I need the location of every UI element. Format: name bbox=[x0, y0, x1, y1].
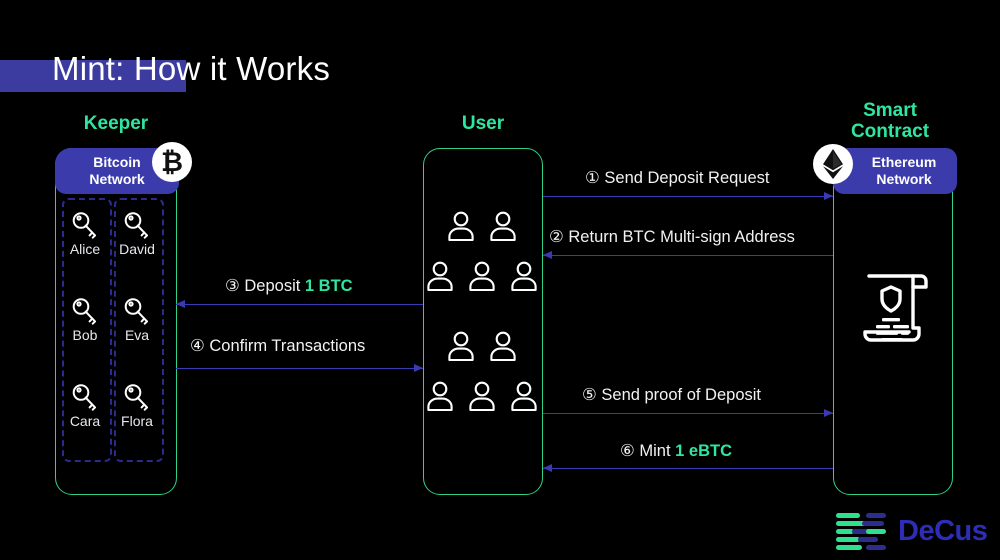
flow-number: ③ bbox=[225, 277, 245, 295]
user-avatar-row bbox=[423, 330, 541, 362]
flow-label-text: Send Deposit Request bbox=[604, 169, 770, 187]
heading-line-2: Contract bbox=[850, 121, 930, 143]
keeper-group-right bbox=[114, 198, 164, 462]
flow-label-text: Send proof of Deposit bbox=[601, 386, 761, 404]
flow-label-text: Deposit bbox=[244, 277, 305, 295]
keeper-name: Cara bbox=[69, 413, 101, 429]
flow-number: ⑥ bbox=[620, 442, 640, 460]
person-icon bbox=[425, 260, 455, 292]
keeper-item: Bob bbox=[59, 296, 111, 343]
flow-arrow-head bbox=[414, 364, 423, 372]
heading-line-1: Smart bbox=[863, 100, 917, 121]
flow-arrow-line bbox=[543, 196, 833, 197]
person-icon bbox=[467, 260, 497, 292]
column-heading-keeper: Keeper bbox=[83, 113, 149, 134]
key-icon bbox=[59, 210, 111, 240]
keeper-item: Eva bbox=[111, 296, 163, 343]
key-icon bbox=[59, 296, 111, 326]
person-icon bbox=[488, 210, 518, 242]
keeper-name: Eva bbox=[124, 327, 150, 343]
flow-label: ① Send Deposit Request bbox=[585, 168, 770, 188]
flow-label: ⑥ Mint 1 eBTC bbox=[620, 441, 732, 461]
badge-line-2: Network bbox=[876, 171, 932, 187]
person-icon bbox=[488, 330, 518, 362]
flow-arrow-head bbox=[543, 251, 552, 259]
flow-label: ⑤ Send proof of Deposit bbox=[582, 385, 761, 405]
flow-arrow-line bbox=[176, 304, 423, 305]
flow-label-text: Return BTC Multi-sign Address bbox=[568, 228, 795, 246]
flow-arrow-line bbox=[176, 368, 423, 369]
flow-arrow-line bbox=[543, 413, 833, 414]
badge-line-2: Network bbox=[89, 171, 145, 187]
flow-label: ③ Deposit 1 BTC bbox=[225, 276, 353, 296]
column-heading-smart-contract: Smart Contract bbox=[828, 100, 952, 143]
user-avatar-row bbox=[423, 260, 541, 292]
flow-value: 1 BTC bbox=[304, 277, 353, 295]
bitcoin-icon: ₿ bbox=[152, 142, 192, 182]
keeper-panel bbox=[55, 148, 177, 495]
person-icon bbox=[446, 210, 476, 242]
page-title: Mint: How it Works bbox=[52, 50, 331, 87]
keeper-name: Bob bbox=[72, 327, 98, 343]
person-icon bbox=[446, 330, 476, 362]
person-icon bbox=[509, 380, 539, 412]
user-avatar-row bbox=[423, 380, 541, 412]
person-icon bbox=[425, 380, 455, 412]
ethereum-icon bbox=[813, 144, 853, 184]
key-icon bbox=[111, 296, 163, 326]
flow-arrow-head bbox=[824, 192, 833, 200]
column-heading-user: User bbox=[461, 113, 505, 134]
flow-label: ④ Confirm Transactions bbox=[190, 336, 365, 356]
flow-arrow-head bbox=[543, 464, 552, 472]
flow-label-text: Confirm Transactions bbox=[209, 337, 366, 355]
bitcoin-glyph: ₿ bbox=[160, 146, 183, 178]
keeper-name: David bbox=[119, 241, 155, 257]
decus-logo: DeCus bbox=[836, 510, 988, 552]
badge-line-1: Bitcoin bbox=[93, 154, 141, 171]
flow-number: ② bbox=[549, 228, 569, 246]
flow-number: ① bbox=[585, 169, 605, 187]
keeper-item: Flora bbox=[111, 382, 163, 429]
flow-arrow-line bbox=[543, 468, 833, 469]
key-icon bbox=[111, 210, 163, 240]
title-highlight-bar bbox=[0, 60, 186, 92]
keeper-group-left bbox=[62, 198, 112, 462]
brand-name: DeCus bbox=[898, 515, 988, 547]
flow-arrow-line bbox=[543, 255, 833, 256]
ethereum-network-badge: Ethereum Network bbox=[833, 148, 957, 194]
user-avatar-row bbox=[423, 210, 541, 242]
ethereum-glyph bbox=[823, 149, 843, 179]
user-panel bbox=[423, 148, 543, 495]
person-icon bbox=[509, 260, 539, 292]
smart-contract-panel bbox=[833, 148, 953, 495]
keeper-item: David bbox=[111, 210, 163, 257]
key-icon bbox=[111, 382, 163, 412]
flow-number: ④ bbox=[190, 337, 210, 355]
keeper-item: Alice bbox=[59, 210, 111, 257]
flow-value: 1 eBTC bbox=[675, 442, 733, 460]
flow-arrow-head bbox=[824, 409, 833, 417]
key-icon bbox=[59, 382, 111, 412]
flow-number: ⑤ bbox=[582, 386, 602, 404]
flow-label-text: Mint bbox=[639, 442, 676, 460]
contract-scroll-icon bbox=[857, 268, 935, 346]
badge-line-1: Ethereum bbox=[871, 154, 937, 171]
decus-logo-icon bbox=[836, 513, 888, 550]
keeper-name: Alice bbox=[69, 241, 101, 257]
person-icon bbox=[467, 380, 497, 412]
flow-arrow-head bbox=[176, 300, 185, 308]
flow-label: ② Return BTC Multi-sign Address bbox=[549, 227, 795, 247]
keeper-name: Flora bbox=[121, 413, 153, 429]
keeper-item: Cara bbox=[59, 382, 111, 429]
